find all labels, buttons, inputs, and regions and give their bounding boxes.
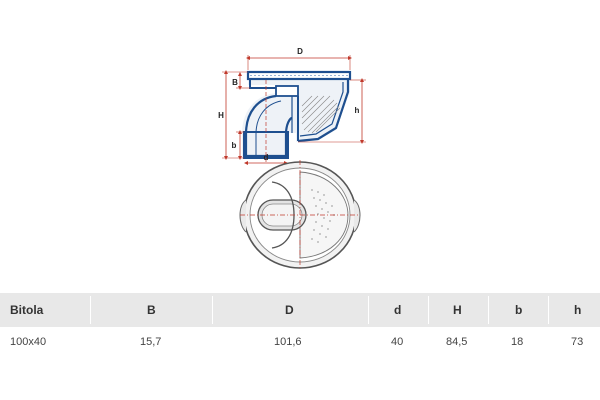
cell-D: 101,6 bbox=[274, 336, 302, 348]
spec-table: Bitola B D d H b h 100x40 15,7 101,6 40 … bbox=[0, 293, 600, 357]
header-bitola: Bitola bbox=[10, 303, 44, 317]
header-separator bbox=[368, 296, 369, 324]
dim-label-h: h bbox=[355, 106, 360, 115]
dim-label-B: B bbox=[232, 78, 238, 87]
dim-label-b: b bbox=[232, 141, 237, 150]
top-filter-dots bbox=[311, 189, 335, 243]
cell-d: 40 bbox=[391, 336, 404, 348]
header-separator bbox=[488, 296, 489, 324]
header-H: H bbox=[453, 303, 462, 317]
cell-bitola: 100x40 bbox=[10, 336, 47, 348]
right-wall bbox=[297, 79, 350, 143]
header-b: b bbox=[515, 303, 523, 317]
header-d: d bbox=[394, 303, 402, 317]
technical-drawing: D H B b d h bbox=[218, 47, 366, 270]
dim-label-H: H bbox=[218, 111, 224, 120]
cell-b: 18 bbox=[511, 336, 524, 348]
header-B: B bbox=[147, 303, 156, 317]
header-separator bbox=[90, 296, 91, 324]
cell-B: 15,7 bbox=[140, 336, 162, 348]
header-h: h bbox=[574, 303, 582, 317]
header-separator bbox=[428, 296, 429, 324]
header-separator bbox=[548, 296, 549, 324]
header-D: D bbox=[285, 303, 294, 317]
cell-h: 73 bbox=[571, 336, 584, 348]
top-view bbox=[239, 160, 361, 270]
table-row: 100x40 15,7 101,6 40 84,5 18 73 bbox=[0, 327, 600, 357]
cell-H: 84,5 bbox=[446, 336, 468, 348]
table-header-row: Bitola B D d H b h bbox=[0, 293, 600, 327]
dim-label-d: d bbox=[264, 153, 269, 162]
header-separator bbox=[212, 296, 213, 324]
filter-hatching bbox=[301, 95, 341, 134]
dim-label-D: D bbox=[297, 47, 303, 56]
side-section-view: D H B b d h bbox=[218, 47, 366, 165]
